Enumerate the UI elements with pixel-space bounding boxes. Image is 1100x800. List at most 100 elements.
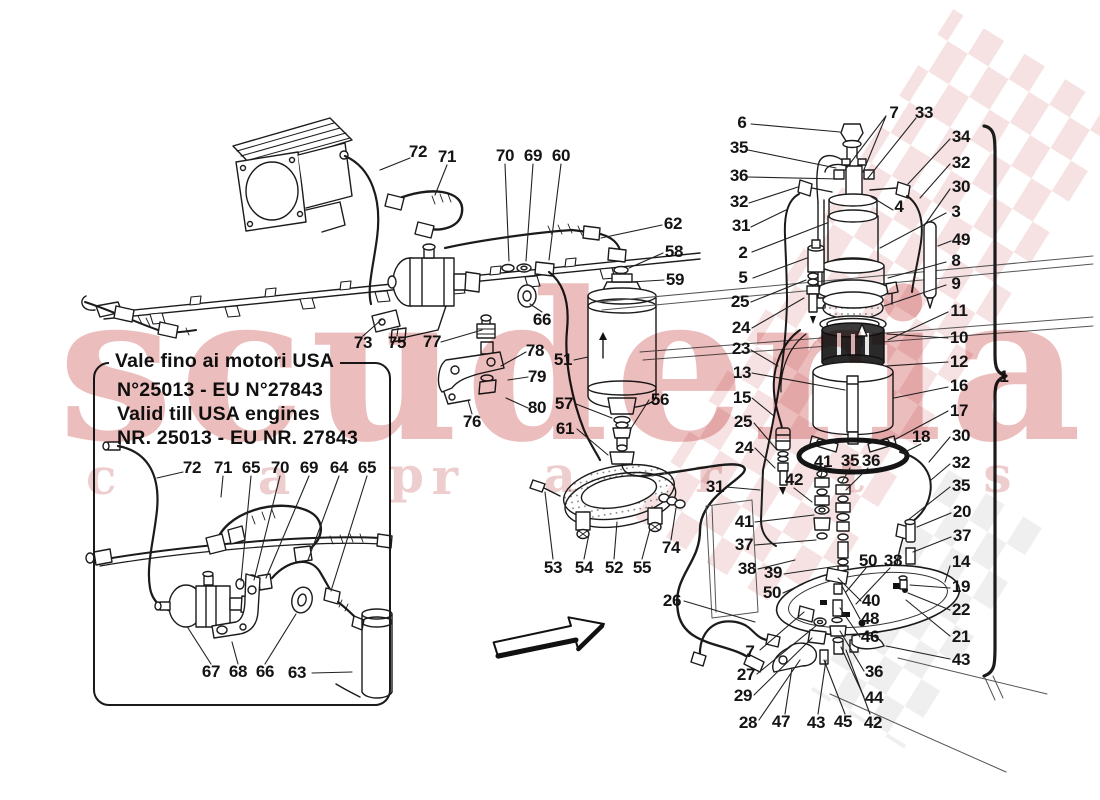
part-callout-72: 72	[182, 458, 202, 477]
part-callout-57: 57	[554, 394, 574, 413]
part-callout-53: 53	[543, 558, 563, 577]
part-callout-69: 69	[523, 146, 543, 165]
part-callout-75: 75	[387, 333, 407, 352]
filter-bracket-hardware	[437, 314, 505, 405]
part-callout-62: 62	[663, 214, 683, 233]
part-callout-5: 5	[738, 268, 748, 287]
part-callout-35: 35	[729, 138, 749, 157]
assembly-brace	[982, 124, 1008, 678]
part-callout-25: 25	[733, 412, 753, 431]
part-callout-38: 38	[883, 551, 903, 570]
part-callout-24: 24	[734, 438, 754, 457]
part-callout-41: 41	[813, 452, 833, 471]
part-callout-17: 17	[949, 401, 969, 420]
direction-arrow	[492, 616, 605, 659]
note-line-italian-1: Vale fino ai motori USA	[109, 350, 341, 373]
part-callout-65: 65	[241, 458, 261, 477]
part-callout-71: 71	[437, 147, 457, 166]
part-callout-8: 8	[951, 251, 961, 270]
part-callout-30: 30	[951, 177, 971, 196]
part-callout-37: 37	[734, 535, 754, 554]
note-line-english-2: NR. 25013 - EU NR. 27843	[117, 427, 359, 449]
filter-clamp	[529, 464, 686, 540]
part-callout-32: 32	[951, 153, 971, 172]
part-callout-36: 36	[864, 662, 884, 681]
part-callout-76: 76	[462, 412, 482, 431]
part-callout-2: 2	[738, 243, 748, 262]
part-callout-13: 13	[732, 363, 752, 382]
part-callout-77: 77	[422, 332, 442, 351]
part-callout-29: 29	[733, 686, 753, 705]
part-callout-35: 35	[951, 476, 971, 495]
part-callout-22: 22	[951, 600, 971, 619]
part-callout-73: 73	[353, 333, 373, 352]
leader-lines	[156, 115, 952, 721]
part-callout-44: 44	[864, 688, 884, 707]
part-callout-7: 7	[745, 642, 755, 661]
part-callout-15: 15	[732, 388, 752, 407]
hose-72	[339, 150, 380, 306]
part-callout-27: 27	[736, 665, 756, 684]
part-callout-80: 80	[527, 398, 547, 417]
part-callout-43: 43	[806, 713, 826, 732]
flange-hardware-cluster	[772, 567, 885, 673]
part-callout-49: 49	[951, 230, 971, 249]
note-line-english-1: Valid till USA engines	[117, 403, 321, 425]
part-callout-14: 14	[951, 552, 971, 571]
fuel-rail	[81, 252, 701, 339]
part-callout-61: 61	[555, 419, 575, 438]
part-callout-23: 23	[731, 339, 751, 358]
part-callout-50: 50	[858, 551, 878, 570]
part-callout-71: 71	[213, 458, 233, 477]
part-callout-43: 43	[951, 650, 971, 669]
part-callout-41: 41	[734, 512, 754, 531]
part-callout-52: 52	[604, 558, 624, 577]
part-callout-74: 74	[661, 538, 681, 557]
part-callout-48: 48	[860, 609, 880, 628]
part-callout-10: 10	[949, 328, 969, 347]
part-callout-9: 9	[951, 274, 961, 293]
part-callout-30: 30	[951, 426, 971, 445]
part-callout-36: 36	[861, 451, 881, 470]
part-callout-3: 3	[951, 202, 961, 221]
part-callout-78: 78	[525, 341, 545, 360]
part-callout-20: 20	[952, 502, 972, 521]
usa-note-box: Vale fino ai motori USA N°25013 - EU N°2…	[93, 350, 391, 706]
part-callout-40: 40	[861, 591, 881, 610]
part-callout-51: 51	[553, 350, 573, 369]
part-callout-19: 19	[951, 577, 971, 596]
part-callout-4: 4	[894, 197, 904, 216]
fuel-filter	[587, 273, 657, 477]
tank-flange	[775, 564, 961, 636]
part-callout-16: 16	[949, 376, 969, 395]
part-callout-46: 46	[860, 627, 880, 646]
part-callout-7: 7	[889, 103, 899, 122]
part-callout-11: 11	[950, 301, 968, 320]
part-callout-37: 37	[952, 526, 972, 545]
part-callout-36: 36	[729, 166, 749, 185]
part-callout-45: 45	[833, 712, 853, 731]
part-callout-63: 63	[287, 663, 307, 682]
part-callout-34: 34	[951, 127, 971, 146]
part-callout-33: 33	[914, 103, 934, 122]
part-callout-18: 18	[911, 427, 931, 446]
part-callout-79: 79	[527, 367, 547, 386]
part-callout-70: 70	[270, 458, 290, 477]
part-callout-59: 59	[665, 270, 685, 289]
part-callout-38: 38	[737, 559, 757, 578]
part-callout-58: 58	[664, 242, 684, 261]
part-callout-6: 6	[737, 113, 747, 132]
part-callout-21: 21	[951, 627, 971, 646]
part-callout-72: 72	[408, 142, 428, 161]
part-callout-35: 35	[840, 451, 860, 470]
part-callout-54: 54	[574, 558, 594, 577]
part-callout-70: 70	[495, 146, 515, 165]
banjo-washers	[501, 261, 602, 462]
part-callout-50: 50	[762, 583, 782, 602]
part-callout-25: 25	[730, 292, 750, 311]
part-callout-42: 42	[863, 713, 883, 732]
engine-intake-assembly	[232, 117, 353, 233]
part-callout-60: 60	[551, 146, 571, 165]
